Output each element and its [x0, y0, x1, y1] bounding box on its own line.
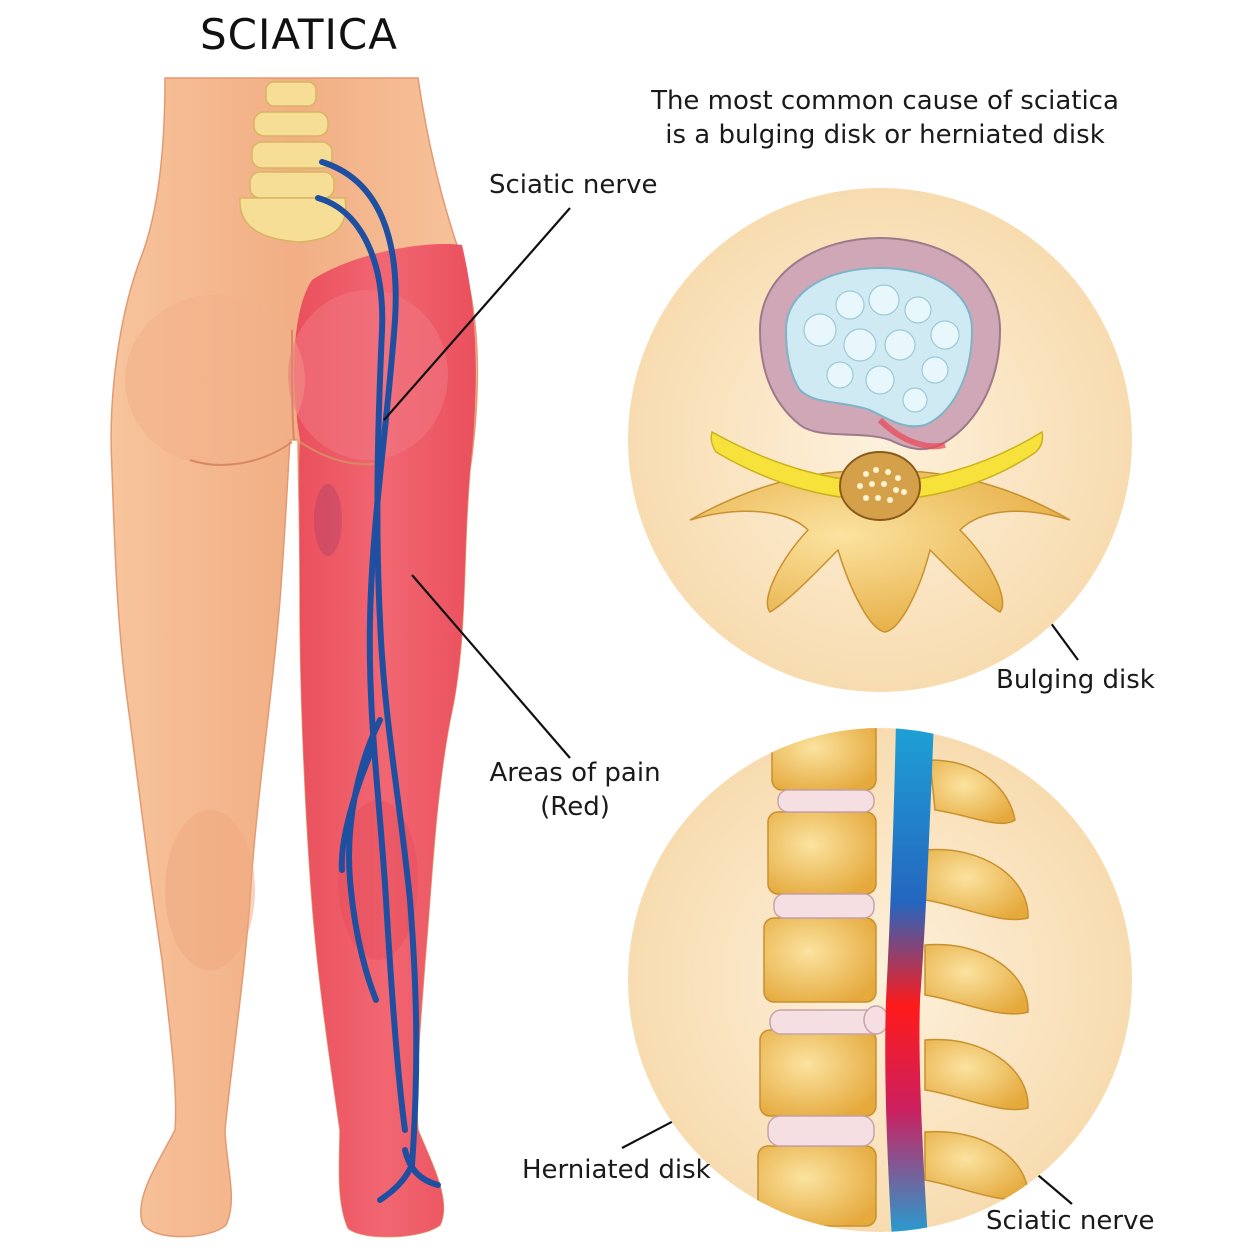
- bulging-disk-inset: [628, 188, 1132, 692]
- leader-sciatic-top: [383, 207, 571, 421]
- left-calf: [165, 810, 255, 970]
- nerve-branch: [346, 717, 383, 1003]
- body-back-view: [110, 77, 479, 1238]
- cord-fibers: [857, 467, 907, 503]
- label-sciatic-nerve-top: Sciatic nerve: [489, 170, 658, 200]
- bruise: [314, 484, 342, 556]
- label-areas-of-pain: Areas of pain (Red): [489, 758, 661, 822]
- right-buttock: [288, 290, 448, 460]
- pain-area: [294, 244, 476, 1237]
- nucleus-bubbles: [803, 284, 960, 413]
- page-title: SCIATICA: [200, 10, 398, 59]
- spinal-nerve-column: [885, 728, 934, 1232]
- nerve-branch: [338, 747, 375, 873]
- cleft: [291, 329, 295, 441]
- herniated-disk-inset: [628, 728, 1132, 1232]
- label-herniated-disk: Herniated disk: [522, 1155, 711, 1185]
- inset-background: [628, 188, 1132, 692]
- label-sciatic-nerve-bottom: Sciatic nerve: [986, 1206, 1155, 1236]
- vertebral-arch: [689, 469, 1071, 633]
- nerve-branch: [315, 195, 420, 1168]
- left-buttock: [125, 295, 305, 465]
- vertebra: [251, 141, 333, 169]
- nerve-branch: [402, 1147, 441, 1188]
- lumbar-spine: [239, 81, 347, 243]
- label-bulging-disk: Bulging disk: [996, 665, 1155, 695]
- spinal-cord: [839, 451, 921, 521]
- intro-caption: The most common cause of sciatica is a b…: [651, 86, 1119, 150]
- sciatic-nerve-path: [315, 159, 441, 1203]
- nerve-branch: [319, 159, 408, 1133]
- intervertebral-discs: [767, 789, 883, 1147]
- vertebra: [249, 171, 335, 199]
- right-calf: [338, 800, 418, 960]
- herniated-disk-bulge: [863, 1005, 889, 1035]
- leader-pain: [411, 574, 571, 759]
- spinous-processes: [924, 759, 1029, 1201]
- vertebra: [265, 81, 317, 107]
- herniation-bulge: [877, 417, 946, 450]
- vertebra: [253, 111, 329, 137]
- vertebral-bodies: [757, 728, 877, 1227]
